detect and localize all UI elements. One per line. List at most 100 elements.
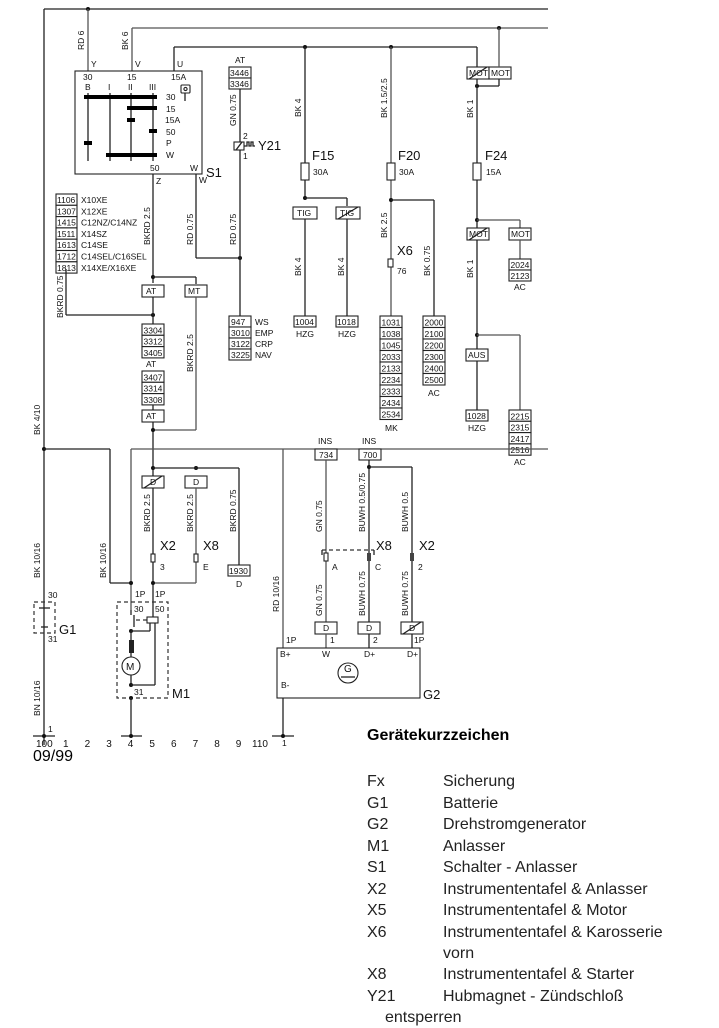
legend-value: Instrumententafel & Karosserie [443,923,663,941]
g2-ground-pin: 1 [282,738,287,748]
s1-pos-iii: III [149,82,156,92]
s1-pos-b: B [85,82,91,92]
wire-label-bk075: BK 0.75 [422,245,432,276]
connector-x2-b: X2 2 [410,538,435,572]
option-tig-crossed-label: TIG [340,208,354,218]
s1-term-15: 15 [127,72,137,82]
legend-key: Fx [367,773,385,790]
diagram-date: 09/99 [33,748,74,765]
x8b-pin-a: A [332,562,338,572]
s1-row-w: W [166,150,174,160]
wire-label-gn075-top: GN 0.75 [228,94,238,126]
engine-code: 1307 [57,206,76,216]
mot-crossed-label-top: MOT [469,68,488,78]
f20-rating: 30A [399,167,414,177]
ref-ac1-label: AC [428,388,440,398]
connector-x8-b: X8 A C [321,538,392,572]
wire-label-rd6: RD 6 [76,30,86,50]
m1-pin-31: 31 [134,687,144,697]
wire-label-buwh075-x2: BUWH 0.75 [400,571,410,616]
ref-at1-label: AT [146,359,156,369]
legend-key: G1 [367,794,389,812]
ref-code: 2200 [425,341,444,351]
f15-rating: 30A [313,167,328,177]
ground-ruler [33,734,294,738]
ref-code: 3122 [231,339,250,349]
y21-pin-2: 2 [243,131,248,141]
ref-code: 2516 [511,445,530,455]
y21-pin-1: 1 [243,151,248,161]
ref-box [141,346,165,359]
ref-ac3-label: AC [514,457,526,467]
wire-label-buwh05: BUWH 0.5 [400,492,410,532]
g2-symbol: G [344,664,352,675]
wire-label-bk4-f15: BK 4 [293,98,303,117]
x8a-label: X8 [203,538,219,553]
ref-box [422,372,446,386]
wire-label-bk4-10: BK 4/10 [32,404,42,435]
legend-key: S1 [367,859,387,876]
legend-continuation: vorn [443,945,475,962]
option-at-label: AT [146,286,156,296]
wire-label-gn075-g2a: GN 0.75 [314,500,324,532]
s1-row-30: 30 [166,92,176,102]
legend-key: X8 [367,966,387,983]
ref-code: 3225 [231,350,250,360]
wire-label-buwh05-075: BUWH 0.5/0.75 [357,473,367,532]
wire-label-rd10-16: RD 10/16 [271,576,281,612]
s1-row-15: 15 [166,104,176,114]
aus-label: AUS [468,350,486,360]
ruler-tick-label: 3 [106,739,112,750]
ref-hzg2-box [335,315,359,328]
ref-code: 2534 [382,410,401,420]
ref-code: 2234 [382,375,401,385]
legend-key: G2 [367,816,389,833]
wire-label-rd075-a: RD 0.75 [185,214,195,245]
option-d-g2-1-label: D [323,623,329,633]
option-d-label: D [193,477,199,487]
ref-code: 2100 [425,329,444,339]
engine-name: X14XE/X16XE [81,263,137,273]
wire-label-gn075-g2b: GN 0.75 [314,584,324,616]
s1-wire-v: V [135,59,141,69]
g2-label: G2 [423,687,440,702]
ref-code: 3314 [144,384,163,394]
wire-label-bk1-f24: BK 1 [465,99,475,118]
wire-label-bk15-25: BK 1.5/2.5 [379,78,389,118]
wire-label-bkrd25-mt: BKRD 2.5 [185,334,195,372]
engine-code: 1511 [57,229,76,239]
s1-wire-u: U [177,59,183,69]
option-tig-label: TIG [297,208,311,218]
s1-wire-w: W [199,175,207,185]
x2a-pin: 3 [160,562,165,572]
option-mt-label: MT [188,286,200,296]
s1-term-30: 30 [83,72,93,82]
legend-key: X5 [367,902,387,919]
ref-hzg1-box [293,315,317,328]
wire-label-rd075-b: RD 0.75 [228,214,238,245]
wire-label-bn10-16: BN 10/16 [32,680,42,716]
starter-m1: 1P 1P 30 50 M 31 M1 [116,589,190,736]
ref-box [379,407,403,421]
y21-solenoid: AT 3446 3346 2 1 Y21 [228,55,281,325]
s1-pos-i: I [108,82,110,92]
ref-code: 2024 [511,260,530,270]
s1-output-wires [152,174,242,283]
legend-value: Batterie [443,794,499,812]
ref-700-box [358,448,382,461]
s1-wire-z: Z [156,176,161,186]
ref-code: 947 [231,317,245,327]
ref-description: EMP [255,328,274,338]
mot-label-lower: MOT [511,229,530,239]
